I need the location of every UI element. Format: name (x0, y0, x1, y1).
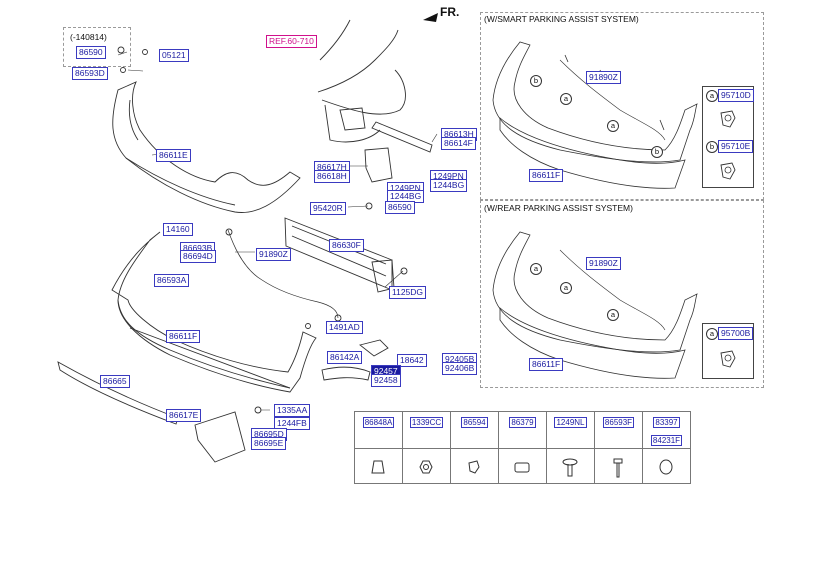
callout-14160[interactable]: 14160 (163, 223, 193, 236)
rear-mark-1: a (530, 263, 542, 275)
callout-86614f[interactable]: 86614F (441, 137, 476, 150)
smart-panel-title: (W/SMART PARKING ASSIST SYSTEM) (484, 14, 639, 24)
sensor-icon (720, 110, 736, 128)
callout-18642[interactable]: 18642 (397, 354, 427, 367)
rear-bumper-callout[interactable]: 86611F (529, 358, 564, 371)
callout-86618h[interactable]: 86618H (314, 170, 350, 183)
pad-icon (514, 462, 530, 473)
callout-92406b[interactable]: 92406B (442, 362, 478, 375)
callout-86617e[interactable]: 86617E (166, 409, 202, 422)
callout-86611e[interactable]: 86611E (156, 149, 191, 162)
callout-1244bg-b[interactable]: 1244BG (430, 179, 468, 192)
callout-05121[interactable]: 05121 (159, 49, 189, 62)
smart-mark-1: b (530, 75, 542, 87)
smart-sensor-box (702, 86, 754, 188)
smart-sensor-a-mark: a (706, 90, 718, 102)
callout-86630f[interactable]: 86630F (329, 239, 364, 252)
callout-86590-b[interactable]: 86590 (385, 201, 415, 214)
ref-callout[interactable]: REF.60-710 (266, 35, 317, 48)
hardware-header-1249nl[interactable]: 1249NL (546, 411, 595, 449)
callout-86695e[interactable]: 86695E (251, 437, 287, 450)
hardware-header-86594[interactable]: 86594 (450, 411, 499, 449)
smart-mark-4: b (651, 146, 663, 158)
clip-icon (468, 460, 480, 474)
sensor-icon (720, 162, 736, 180)
nut-icon (419, 460, 433, 474)
rear-harness-callout[interactable]: 91890Z (586, 257, 621, 270)
smart-harness-callout[interactable]: 91890Z (586, 71, 621, 84)
rear-sensor-box (702, 323, 754, 379)
rear-sensor-a-mark: a (706, 328, 718, 340)
smart-mark-3: a (607, 120, 619, 132)
callout-1244fb[interactable]: 1244FB (274, 417, 310, 430)
smart-sensor-b-mark: b (706, 141, 718, 153)
callout-86593a[interactable]: 86593A (154, 274, 190, 287)
callout-1125dg[interactable]: 1125DG (389, 286, 427, 299)
hardware-header-86379[interactable]: 86379 (498, 411, 547, 449)
callout-92458[interactable]: 92458 (371, 374, 401, 387)
rear-mark-2: a (560, 282, 572, 294)
smart-sensor-a-callout[interactable]: 95710D (718, 89, 754, 102)
callout-86142a[interactable]: 86142A (327, 351, 363, 364)
rear-sensor-a-callout[interactable]: 95700B (718, 327, 754, 340)
rear-panel-title: (W/REAR PARKING ASSIST SYSTEM) (484, 203, 633, 213)
callout-95420r[interactable]: 95420R (310, 202, 346, 215)
sensor-icon (720, 350, 736, 368)
hardware-header-86848a[interactable]: 86848A (354, 411, 403, 449)
hardware-table: 86848A 1339CC 86594 86379 1249NL 86593F … (354, 411, 691, 484)
smart-sensor-b-callout[interactable]: 95710E (718, 140, 754, 153)
bolt-icon (562, 458, 578, 477)
smart-parking-panel (480, 12, 764, 200)
hardware-header-row: 86848A 1339CC 86594 86379 1249NL 86593F … (354, 411, 691, 449)
callout-86593d[interactable]: 86593D (72, 67, 108, 80)
smart-mark-2: a (560, 93, 572, 105)
callout-91890z[interactable]: 91890Z (256, 248, 291, 261)
rear-parking-panel (480, 200, 764, 388)
front-arrow-icon (423, 13, 438, 22)
callout-86590[interactable]: 86590 (76, 46, 106, 59)
callout-86694d[interactable]: 86694D (180, 250, 216, 263)
hardware-header-1339cc[interactable]: 1339CC (402, 411, 451, 449)
screw-icon (613, 458, 623, 478)
rear-mark-3: a (607, 309, 619, 321)
variant-note: (-140814) (70, 32, 107, 42)
plug-icon (659, 459, 673, 475)
hardware-icon-row (354, 448, 691, 484)
variant-box (63, 27, 131, 67)
smart-bumper-callout[interactable]: 86611F (529, 169, 564, 182)
callout-1335aa[interactable]: 1335AA (274, 404, 311, 417)
callout-86665[interactable]: 86665 (100, 375, 130, 388)
hardware-header-86593f[interactable]: 86593F (594, 411, 643, 449)
front-direction-label: FR. (440, 5, 460, 19)
clip-icon (371, 460, 385, 474)
callout-1491ad[interactable]: 1491AD (326, 321, 363, 334)
callout-86611f[interactable]: 86611F (166, 330, 201, 343)
